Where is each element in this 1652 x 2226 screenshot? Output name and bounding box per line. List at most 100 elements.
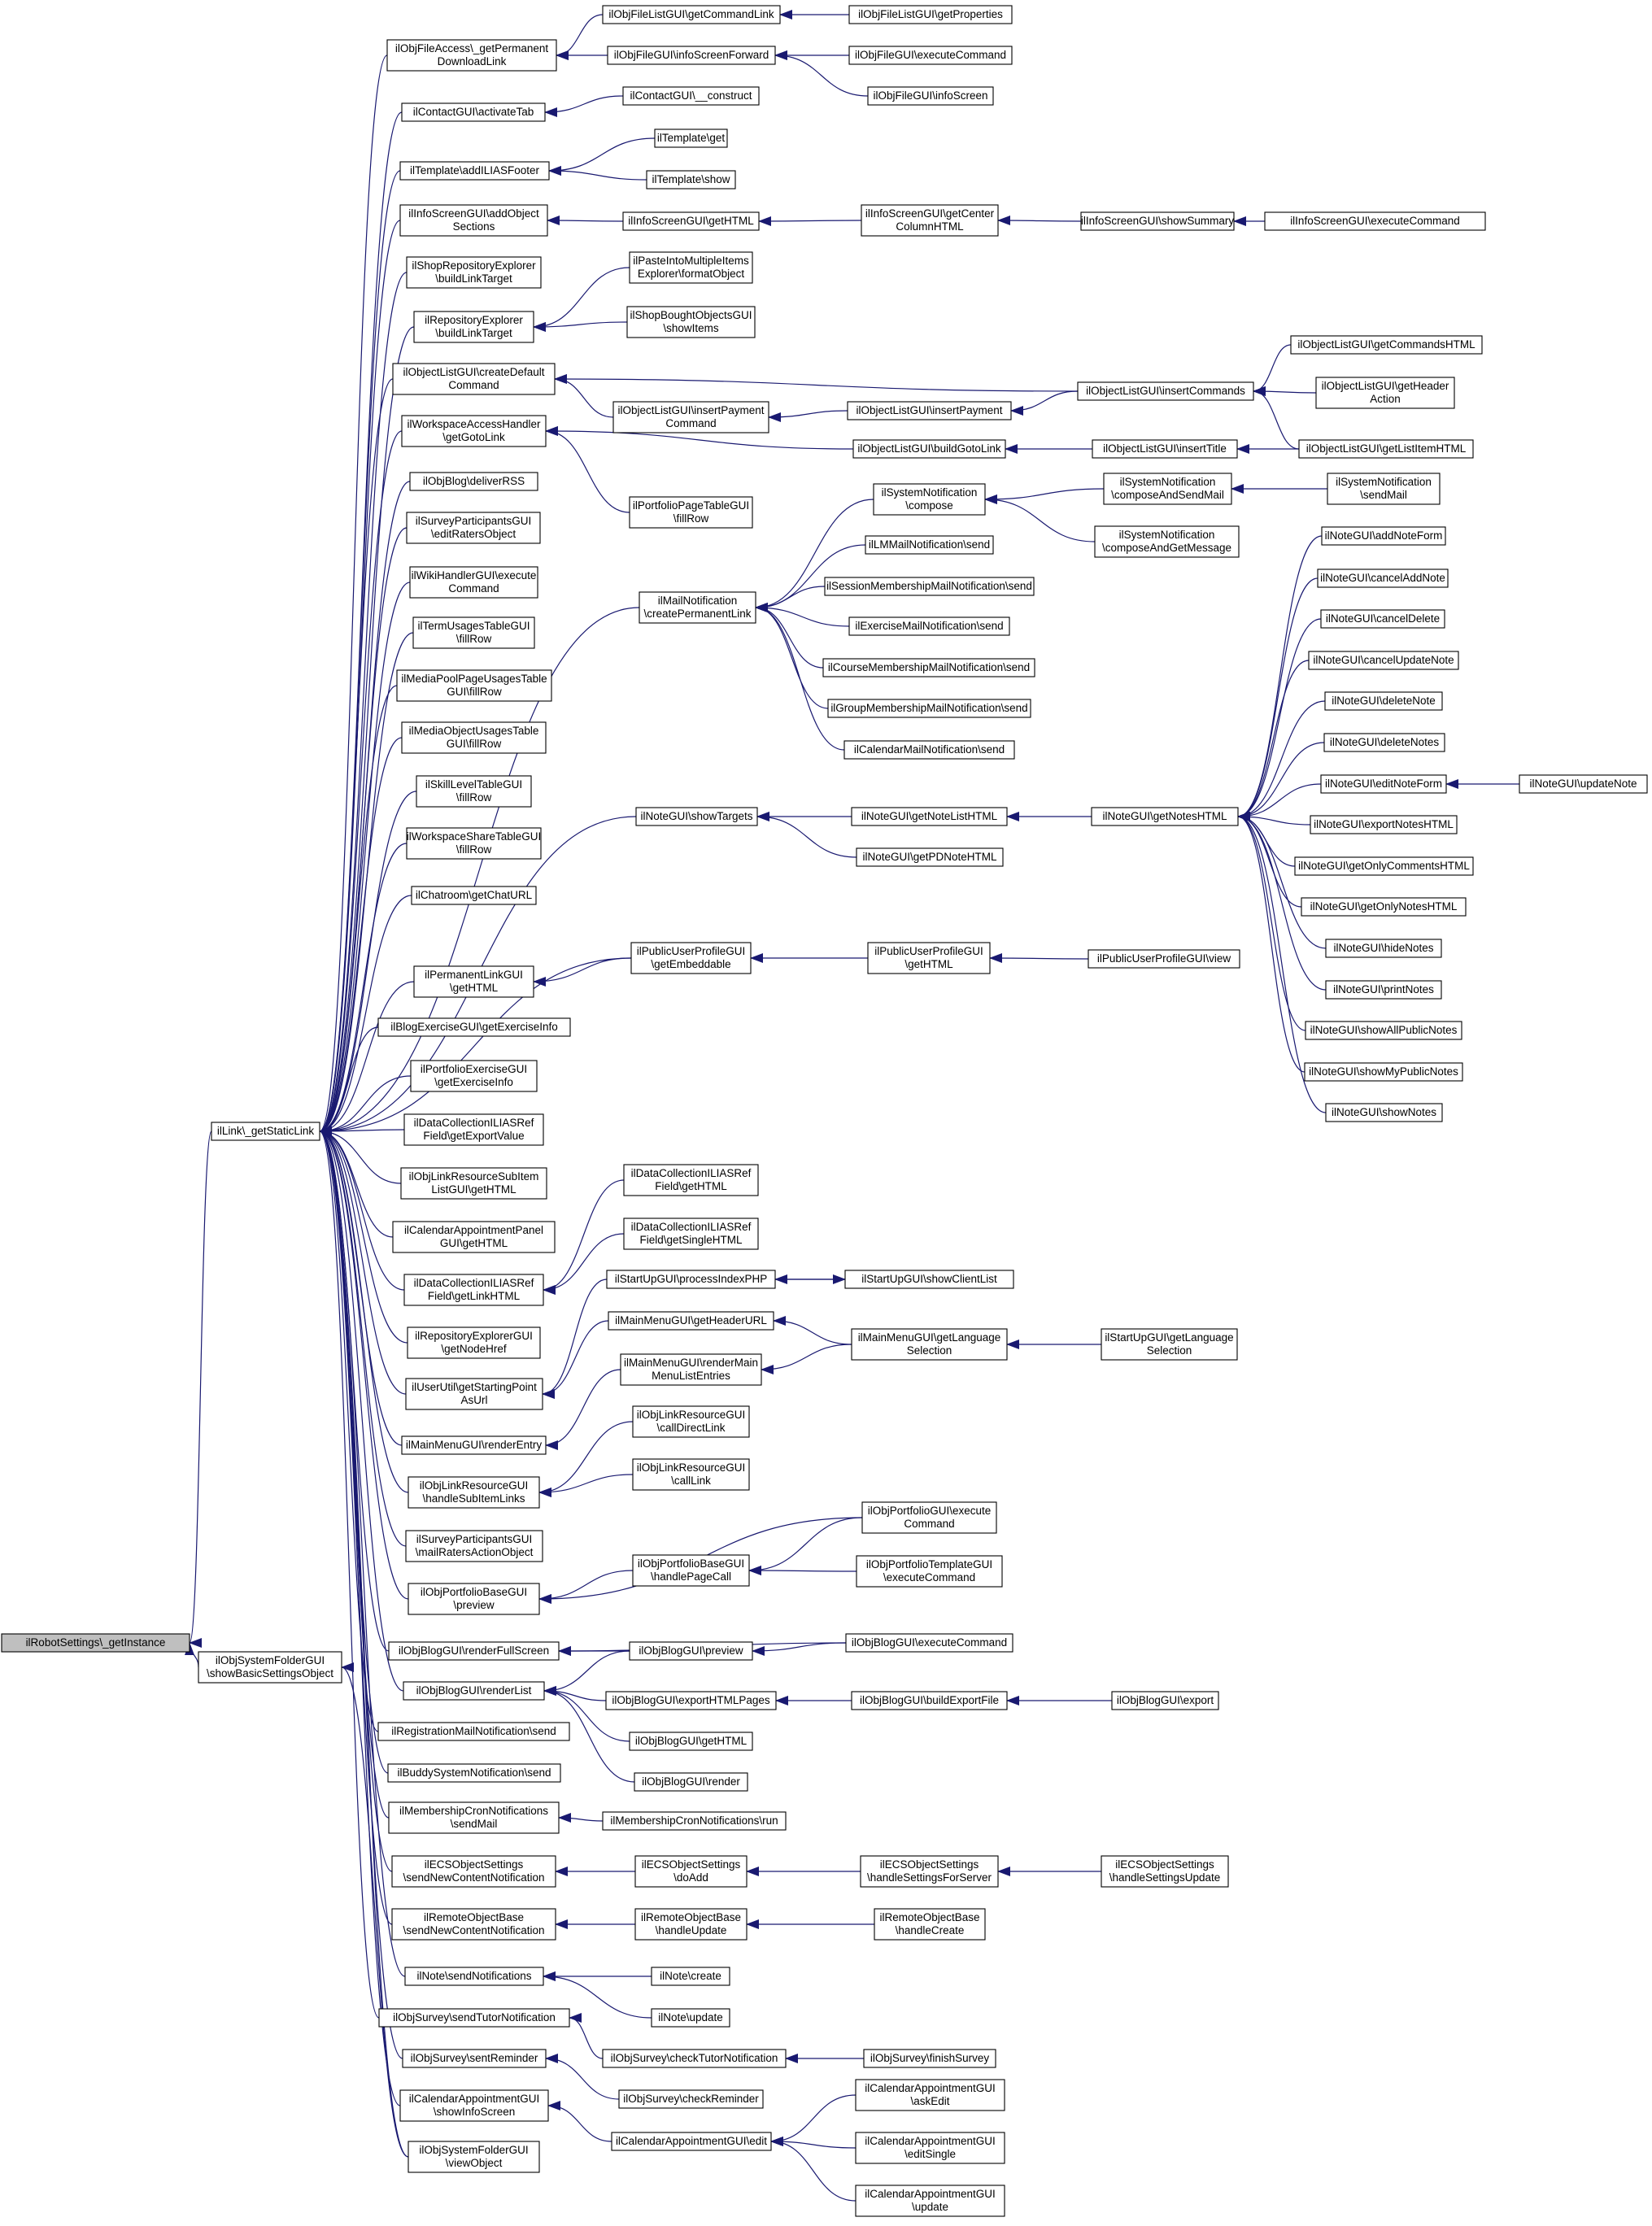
node-sysnot-mail[interactable]: ilSystemNotification\sendMail	[1327, 473, 1441, 505]
node-survey-mail[interactable]: ilSurveyParticipantsGUI\mailRatersAction…	[405, 1530, 543, 1562]
node-note-noteshtml[interactable]: ilNoteGUI\getNotesHTML	[1091, 807, 1239, 826]
node-ecs-doadd[interactable]: ilECSObjectSettings\doAdd	[634, 1855, 748, 1888]
node-survey-raters[interactable]: ilSurveyParticipantsGUI\editRatersObject	[406, 512, 541, 544]
node-note-print[interactable]: ilNoteGUI\printNotes	[1325, 980, 1442, 1000]
node-blog-export[interactable]: ilObjBlogGUI\export	[1111, 1691, 1219, 1710]
node-fileaccess[interactable]: ilObjFileAccess\_getPermanentDownloadLin…	[386, 39, 557, 72]
node-blogex-info[interactable]: ilBlogExerciseGUI\getExerciseInfo	[377, 1017, 571, 1037]
node-lm-send[interactable]: ilLMMailNotification\send	[865, 535, 994, 555]
node-file-info[interactable]: ilObjFileGUI\infoScreen	[867, 86, 994, 106]
node-skill-level[interactable]: ilSkillLevelTableGUI\fillRow	[416, 775, 532, 808]
node-calapp-update[interactable]: ilCalendarAppointmentGUI\update	[855, 2185, 1005, 2217]
node-calapp-info[interactable]: ilCalendarAppointmentGUI\showInfoScreen	[399, 2089, 549, 2122]
node-info-html[interactable]: ilInfoScreenGUI\getHTML	[622, 211, 760, 231]
node-blog-exec[interactable]: ilObjBlogGUI\executeCommand	[845, 1633, 1013, 1653]
node-olist-cmdshtml[interactable]: ilObjectListGUI\getCommandsHTML	[1290, 335, 1483, 355]
node-sysnot-compose[interactable]: ilSystemNotification\compose	[873, 483, 986, 516]
node-tpl-get[interactable]: ilTemplate\get	[654, 129, 728, 148]
node-shop-bought[interactable]: ilShopBoughtObjectsGUI\showItems	[626, 306, 756, 338]
node-contact-construct[interactable]: ilContactGUI\__construct	[622, 86, 760, 106]
node-note-exporthtml[interactable]: ilNoteGUI\exportNotesHTML	[1310, 815, 1458, 834]
node-porttpl-exec[interactable]: ilObjPortfolioTemplateGUI\executeCommand	[856, 1555, 1003, 1588]
node-note-delete[interactable]: ilNoteGUI\deleteNote	[1324, 691, 1443, 711]
node-note-listhtml[interactable]: ilNoteGUI\getNoteListHTML	[851, 807, 1008, 826]
node-note-canceldel[interactable]: ilNoteGUI\cancelDelete	[1320, 609, 1445, 629]
node-mailnot-link[interactable]: ilMailNotification\createPermanentLink	[639, 591, 756, 624]
node-pub-embed[interactable]: ilPublicUserProfileGUI\getEmbeddable	[630, 942, 752, 974]
node-pub-view[interactable]: ilPublicUserProfileGUI\view	[1088, 949, 1240, 969]
node-calapp-ask[interactable]: ilCalendarAppointmentGUI\askEdit	[855, 2079, 1005, 2111]
node-blog-rss[interactable]: ilObjBlog\deliverRSS	[409, 472, 538, 491]
node-dc-export[interactable]: ilDataCollectionILIASRefField\getExportV…	[403, 1113, 544, 1146]
node-mship-send[interactable]: ilMembershipCronNotifications\sendMail	[388, 1801, 560, 1834]
node-mm-header[interactable]: ilMainMenuGUI\getHeaderURL	[608, 1311, 774, 1331]
node-note-editform[interactable]: ilNoteGUI\editNoteForm	[1320, 774, 1447, 794]
node-note-deletes[interactable]: ilNoteGUI\deleteNotes	[1323, 733, 1445, 752]
node-session-send[interactable]: ilSessionMembershipMailNotification\send	[824, 577, 1035, 596]
node-file-fwd[interactable]: ilObjFileGUI\infoScreenForward	[607, 46, 776, 65]
node-ecs-settings-update[interactable]: ilECSObjectSettings\handleSettingsUpdate	[1101, 1855, 1229, 1888]
node-note-create[interactable]: ilNote\create	[651, 1967, 730, 1986]
node-ecs-send[interactable]: ilECSObjectSettings\sendNewContentNotifi…	[391, 1855, 556, 1888]
node-blog-buildexport[interactable]: ilObjBlogGUI\buildExportFile	[851, 1691, 1008, 1710]
node-paste-format[interactable]: ilPasteIntoMultipleItemsExplorer\formatO…	[629, 251, 753, 284]
node-blog-list[interactable]: ilObjBlogGUI\renderList	[403, 1681, 545, 1701]
node-remote-update[interactable]: ilRemoteObjectBase\handleUpdate	[634, 1908, 748, 1941]
node-shop-repo-link[interactable]: ilShopRepositoryExplorer\buildLinkTarget	[406, 256, 542, 289]
node-flist-props[interactable]: ilObjFileListGUI\getProperties	[848, 5, 1013, 24]
node-root[interactable]: ilRobotSettings\_getInstance	[1, 1633, 190, 1653]
node-blog-exportpages[interactable]: ilObjBlogGUI\exportHTMLPages	[605, 1691, 777, 1710]
node-survey-check-rem[interactable]: ilObjSurvey\checkReminder	[618, 2089, 764, 2109]
node-note-onlycomments[interactable]: ilNoteGUI\getOnlyCommentsHTML	[1294, 856, 1474, 876]
node-mm-render[interactable]: ilMainMenuGUI\renderEntry	[401, 1435, 547, 1455]
node-link-gsl[interactable]: ilLink\_getStaticLink	[211, 1122, 320, 1141]
node-exercise-send[interactable]: ilExerciseMailNotification\send	[848, 616, 1010, 636]
node-linkres-call[interactable]: ilObjLinkResourceGUI\callLink	[632, 1458, 750, 1491]
node-olist-item[interactable]: ilObjectListGUI\getListItemHTML	[1298, 439, 1474, 459]
node-tpl-footer[interactable]: ilTemplate\addILIASFooter	[399, 161, 550, 181]
node-note-onlynotes[interactable]: ilNoteGUI\getOnlyNotesHTML	[1301, 897, 1467, 917]
node-ws-goto[interactable]: ilWorkspaceAccessHandler\getGotoLink	[401, 415, 547, 447]
node-olist-title[interactable]: ilObjectListGUI\insertTitle	[1092, 439, 1238, 459]
node-permlink-html[interactable]: ilPermanentLinkGUI\getHTML	[413, 965, 534, 998]
node-info-summary[interactable]: ilInfoScreenGUI\showSummary	[1080, 211, 1235, 231]
node-reg-mail[interactable]: ilRegistrationMailNotification\send	[377, 1722, 570, 1741]
node-repo-nodehref[interactable]: ilRepositoryExplorerGUI\getNodeHref	[407, 1326, 541, 1359]
node-note-shownotes[interactable]: ilNoteGUI\showNotes	[1325, 1103, 1443, 1122]
node-file-exec[interactable]: ilObjFileGUI\executeCommand	[848, 46, 1013, 65]
node-portex-info[interactable]: ilPortfolioExerciseGUI\getExerciseInfo	[410, 1060, 538, 1092]
node-survey-check-tutor[interactable]: ilObjSurvey\checkTutorNotification	[602, 2049, 787, 2068]
node-note-allpublic[interactable]: ilNoteGUI\showAllPublicNotes	[1305, 1021, 1462, 1040]
node-group-send[interactable]: ilGroupMembershipMailNotification\send	[827, 699, 1031, 718]
node-portgui-exec[interactable]: ilObjPortfolioGUI\executeCommand	[861, 1501, 997, 1534]
node-wiki-exec[interactable]: ilWikiHandlerGUI\executeCommand	[409, 566, 538, 599]
node-sysnot-sendmail[interactable]: ilSystemNotification\composeAndSendMail	[1103, 473, 1232, 505]
node-note-targets[interactable]: ilNoteGUI\showTargets	[635, 807, 758, 826]
node-chatroom[interactable]: ilChatroom\getChatURL	[411, 886, 537, 905]
node-sysfolder-basic[interactable]: ilObjSystemFolderGUI\showBasicSettingsOb…	[198, 1651, 342, 1684]
node-calapp-edit[interactable]: ilCalendarAppointmentGUI\edit	[611, 2132, 772, 2151]
node-note-cancelupd[interactable]: ilNoteGUI\cancelUpdateNote	[1308, 651, 1459, 670]
node-note-send[interactable]: ilNote\sendNotifications	[404, 1967, 544, 1986]
node-note-updatenote[interactable]: ilNoteGUI\updateNote	[1519, 774, 1648, 794]
node-note-canceladd[interactable]: ilNoteGUI\cancelAddNote	[1317, 568, 1449, 588]
node-note-addform[interactable]: ilNoteGUI\addNoteForm	[1321, 526, 1446, 546]
node-survey-tutor[interactable]: ilObjSurvey\sendTutorNotification	[378, 2008, 570, 2028]
node-sysfolder-view[interactable]: ilObjSystemFolderGUI\viewObject	[408, 2141, 540, 2173]
node-linkres-handle[interactable]: ilObjLinkResourceGUI\handleSubItemLinks	[408, 1476, 540, 1509]
node-mship-run[interactable]: ilMembershipCronNotifications\run	[602, 1811, 787, 1831]
node-blog-render[interactable]: ilObjBlogGUI\render	[634, 1772, 748, 1792]
node-note-mypublic[interactable]: ilNoteGUI\showMyPublicNotes	[1304, 1062, 1463, 1082]
node-portbase-preview[interactable]: ilObjPortfolioBaseGUI\preview	[408, 1583, 540, 1615]
node-ecs-server[interactable]: ilECSObjectSettings\handleSettingsForSer…	[860, 1855, 999, 1888]
node-portfolio-fill[interactable]: ilPortfolioPageTableGUI\fillRow	[629, 496, 753, 529]
